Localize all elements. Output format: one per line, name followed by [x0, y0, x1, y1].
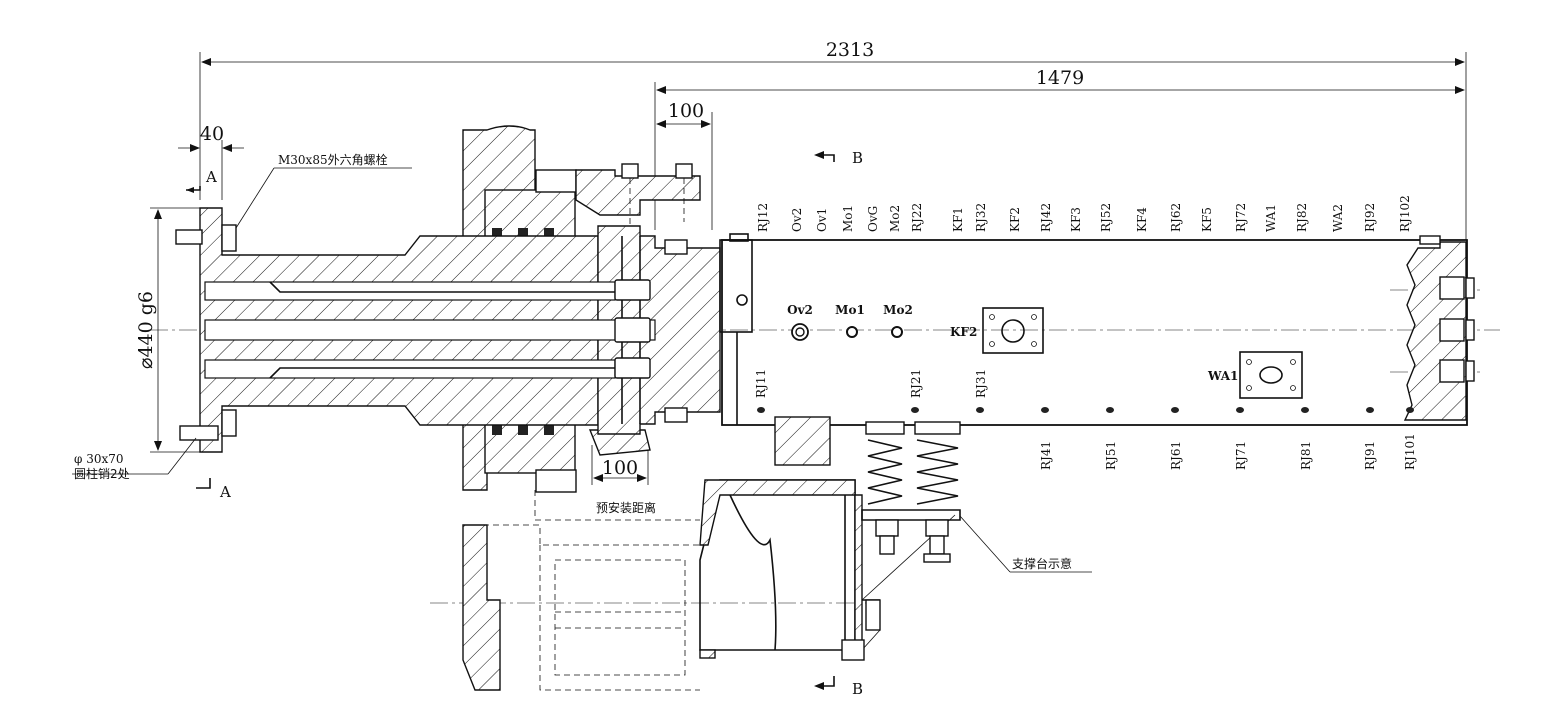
- support-stand: 支撑台示意: [539, 416, 1092, 691]
- alignment-pin-top: [175, 229, 203, 245]
- section-mark-a-bottom: A: [196, 478, 231, 501]
- port-label: RJ72: [1234, 203, 1248, 232]
- bore-center: [204, 319, 656, 341]
- bottom-port-labels: RJ41 RJ51 RJ61 RJ71 RJ81 RJ91 RJ101: [1039, 433, 1417, 470]
- dimension-shaft-offset: 100: [656, 100, 713, 230]
- port-label: OvG: [866, 206, 880, 232]
- port-label: RJ82: [1295, 203, 1309, 232]
- svg-text:B: B: [852, 680, 863, 698]
- face-port-mo2: Mo2: [883, 303, 913, 338]
- support-bolts: [875, 519, 951, 563]
- port-label: Mo2: [888, 205, 902, 232]
- port-label: Ov1: [815, 208, 829, 232]
- dimension-preinstall: 100 预安装距离: [591, 445, 656, 515]
- port-label: RJ61: [1169, 441, 1183, 470]
- port-label: RJ11: [754, 369, 768, 398]
- preinstall-offset-label: 100: [602, 457, 638, 479]
- seal-rings-bottom: [492, 425, 554, 435]
- svg-text:A: A: [219, 483, 231, 501]
- shaft-assembly: [175, 207, 721, 453]
- port-label: RJ62: [1169, 203, 1183, 232]
- pin-desc-label: 圆柱销2处: [74, 466, 130, 481]
- svg-text:B: B: [852, 149, 863, 167]
- port-label: RJ12: [756, 203, 770, 232]
- side-port-labels: RJ11 RJ21 RJ31: [754, 369, 988, 398]
- port-label: Mo1: [841, 205, 855, 232]
- port-label: Ov2: [790, 208, 804, 232]
- port-label: RJ101: [1403, 433, 1417, 470]
- diameter-label: ⌀440 g6: [135, 291, 157, 369]
- port-label: RJ102: [1398, 195, 1412, 232]
- port-label: RJ52: [1099, 203, 1113, 232]
- housing-bottom-holes: [757, 407, 1414, 413]
- housing-endcap: [719, 239, 753, 333]
- section-mark-b-top: B: [814, 149, 863, 167]
- section-mark-a-top: A: [186, 168, 217, 193]
- port-label: RJ71: [1234, 441, 1248, 470]
- block-label: WA1: [1207, 369, 1238, 383]
- face-port-ov2: Ov2: [787, 303, 813, 341]
- dimension-overall: 2313: [199, 39, 1467, 240]
- port-label: WA2: [1331, 204, 1345, 232]
- dimension-flange: 40: [178, 123, 244, 200]
- port-label: KF1: [951, 207, 965, 232]
- bolt-label: M30x85外六角螺栓: [278, 152, 388, 167]
- port-label: WA1: [1264, 204, 1278, 232]
- housing-body: [721, 239, 1468, 426]
- port-label: KF3: [1069, 207, 1083, 232]
- preinstall-label: 预安装距离: [596, 500, 656, 515]
- bolt-callout: M30x85外六角螺栓: [235, 152, 412, 229]
- connector-block-wa1: WA1: [1207, 351, 1303, 399]
- port-label: KF4: [1135, 207, 1149, 232]
- spring-right: [914, 421, 961, 505]
- port-label: RJ92: [1363, 203, 1377, 232]
- port-label: RJ21: [909, 369, 923, 398]
- flange-thickness-label: 40: [200, 123, 224, 145]
- top-clamp: [575, 163, 701, 456]
- face-port-label: Mo1: [835, 303, 865, 317]
- overall-length-label: 2313: [826, 39, 874, 61]
- port-label: RJ41: [1039, 441, 1053, 470]
- port-label: RJ31: [974, 369, 988, 398]
- bore-lower: [204, 359, 616, 379]
- pin-size-label: φ 30x70: [74, 452, 124, 466]
- spring-left: [865, 421, 905, 505]
- section-mark-b-bottom: B: [814, 676, 863, 698]
- face-port-label: Ov2: [787, 303, 813, 317]
- alignment-pin-bottom: [179, 425, 219, 441]
- support-label: 支撑台示意: [1012, 556, 1072, 571]
- shaft-offset-label: 100: [668, 100, 704, 122]
- port-label: RJ42: [1039, 203, 1053, 232]
- block-label: KF2: [950, 325, 977, 339]
- face-port-label: Mo2: [883, 303, 913, 317]
- port-label: KF2: [1008, 207, 1022, 232]
- main-housing: [719, 233, 1475, 426]
- segment-length-label: 1479: [1036, 67, 1084, 89]
- dimension-segment: 1479: [654, 67, 1465, 230]
- hex-bolt-top: [221, 224, 237, 252]
- port-label: KF5: [1200, 207, 1214, 232]
- pin-callout: φ 30x70 圆柱销2处: [72, 437, 197, 481]
- hex-bolt-bottom: [221, 409, 237, 437]
- port-label: RJ51: [1104, 441, 1118, 470]
- svg-text:A: A: [205, 168, 217, 186]
- support-block: [774, 416, 831, 466]
- top-port-labels: RJ12 Ov2 Ov1 Mo1 OvG Mo2 RJ22 KF1 RJ32 KF2 RJ42 KF3…: [756, 195, 1412, 232]
- port-label: RJ81: [1299, 441, 1313, 470]
- face-port-mo1: Mo1: [835, 303, 865, 338]
- seal-rings-top: [492, 228, 554, 238]
- port-label: RJ91: [1363, 441, 1377, 470]
- port-label: RJ22: [910, 203, 924, 232]
- bore-upper: [204, 281, 616, 301]
- port-label: RJ32: [974, 203, 988, 232]
- connector-block-kf2: KF2: [950, 307, 1044, 354]
